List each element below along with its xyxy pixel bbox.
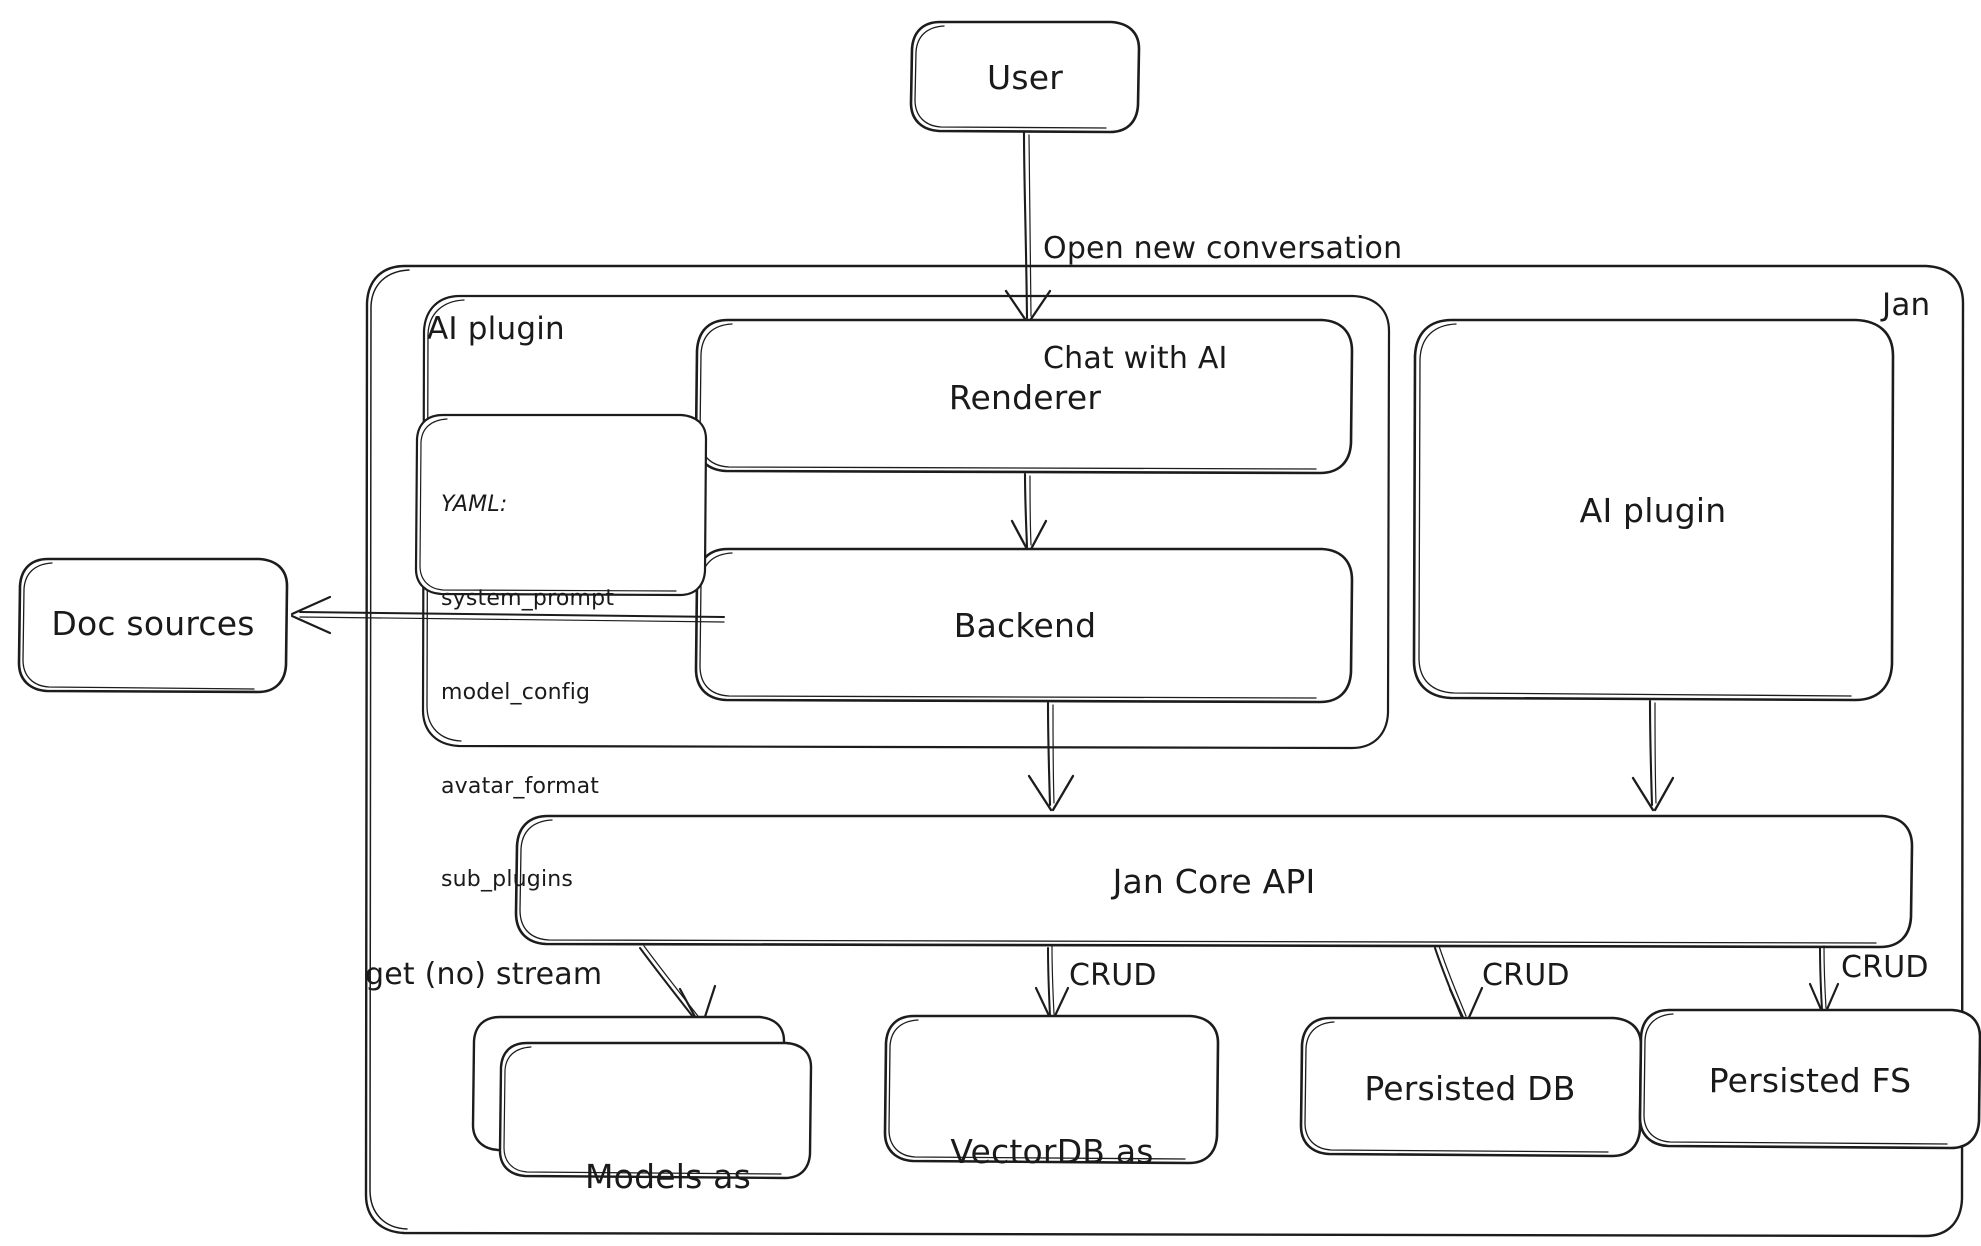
node-label-ai-plugin: AI plugin — [1579, 491, 1727, 530]
edge-renderer-to-backend — [1010, 472, 1048, 553]
node-yaml-note — [414, 413, 708, 597]
container-label-jan: Jan — [1882, 287, 1931, 323]
edge-label-user-to-renderer: Open new conversation Chat with AI — [1043, 158, 1402, 451]
node-label-vectordb-plugin-line1: VectorDB as — [950, 1132, 1154, 1172]
edge-label-crud-vectordb: CRUD — [1069, 958, 1157, 993]
edge-ai-plugin-to-core-api — [1631, 699, 1675, 812]
edge-backend-to-doc-sources — [290, 595, 725, 635]
node-jan-core-api[interactable] — [514, 814, 1914, 949]
node-label-backend: Backend — [953, 606, 1097, 645]
yaml-note-key: model_config — [441, 679, 591, 705]
node-label-doc-sources: Doc sources — [51, 604, 255, 643]
node-label-user: User — [986, 58, 1064, 97]
container-jan — [364, 264, 1965, 1238]
yaml-note-text: YAML: system_prompt model_config avatar_… — [441, 427, 614, 958]
edge-core-api-to-persisted-fs — [1808, 945, 1840, 1016]
node-label-persisted-db: Persisted DB — [1364, 1069, 1576, 1108]
edge-label-user-to-renderer-line1: Open new conversation — [1043, 231, 1403, 267]
yaml-note-key: system_prompt — [441, 586, 615, 612]
node-vectordb-plugin[interactable] — [883, 1014, 1220, 1165]
edge-label-get-no-stream: get (no) stream — [365, 957, 603, 992]
node-label-persisted-fs: Persisted FS — [1708, 1061, 1912, 1100]
node-models-plugin[interactable] — [471, 1015, 813, 1180]
edge-backend-to-core-api — [1027, 701, 1075, 812]
node-persisted-db[interactable] — [1299, 1016, 1643, 1158]
node-label-vectordb-plugin: VectorDB as plugin — [950, 1038, 1153, 1246]
node-label-jan-core-api: Jan Core API — [1112, 862, 1316, 901]
node-label-models-plugin-line1: Models as — [585, 1157, 751, 1197]
edge-label-user-to-renderer-line2: Chat with AI — [1043, 340, 1228, 376]
edge-user-to-renderer — [1004, 131, 1052, 324]
edge-core-api-to-persisted-db — [1434, 945, 1484, 1024]
node-persisted-fs[interactable] — [1638, 1008, 1981, 1150]
edge-core-api-to-models — [639, 945, 717, 1028]
node-label-models-plugin: Models as plugin — [585, 1063, 751, 1246]
node-user[interactable] — [909, 20, 1141, 134]
edge-label-crud-persisted-db: CRUD — [1482, 958, 1570, 993]
yaml-note-key: sub_plugins — [441, 867, 574, 893]
node-ai-plugin[interactable] — [1412, 318, 1895, 702]
yaml-note-heading: YAML: — [441, 492, 508, 518]
node-doc-sources[interactable] — [17, 557, 289, 694]
node-label-renderer: Renderer — [948, 378, 1102, 417]
container-label-ai-plugin-group: AI plugin — [427, 311, 565, 347]
edge-label-crud-persisted-fs: CRUD — [1841, 950, 1929, 985]
yaml-note-key: avatar_format — [441, 773, 600, 799]
edge-core-api-to-vectordb — [1034, 945, 1070, 1022]
